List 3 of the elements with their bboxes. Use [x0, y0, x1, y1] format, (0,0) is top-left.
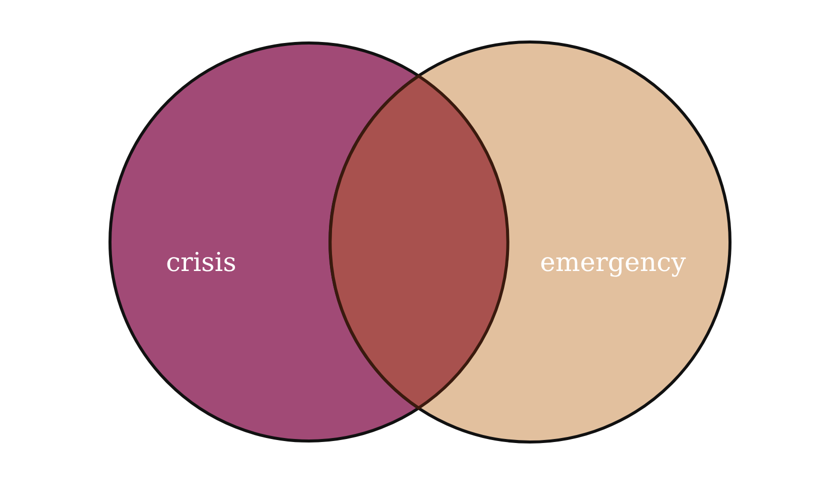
overlap-region: [328, 74, 510, 410]
set-label: emergency: [540, 248, 686, 278]
set-label: crisis: [166, 248, 236, 278]
